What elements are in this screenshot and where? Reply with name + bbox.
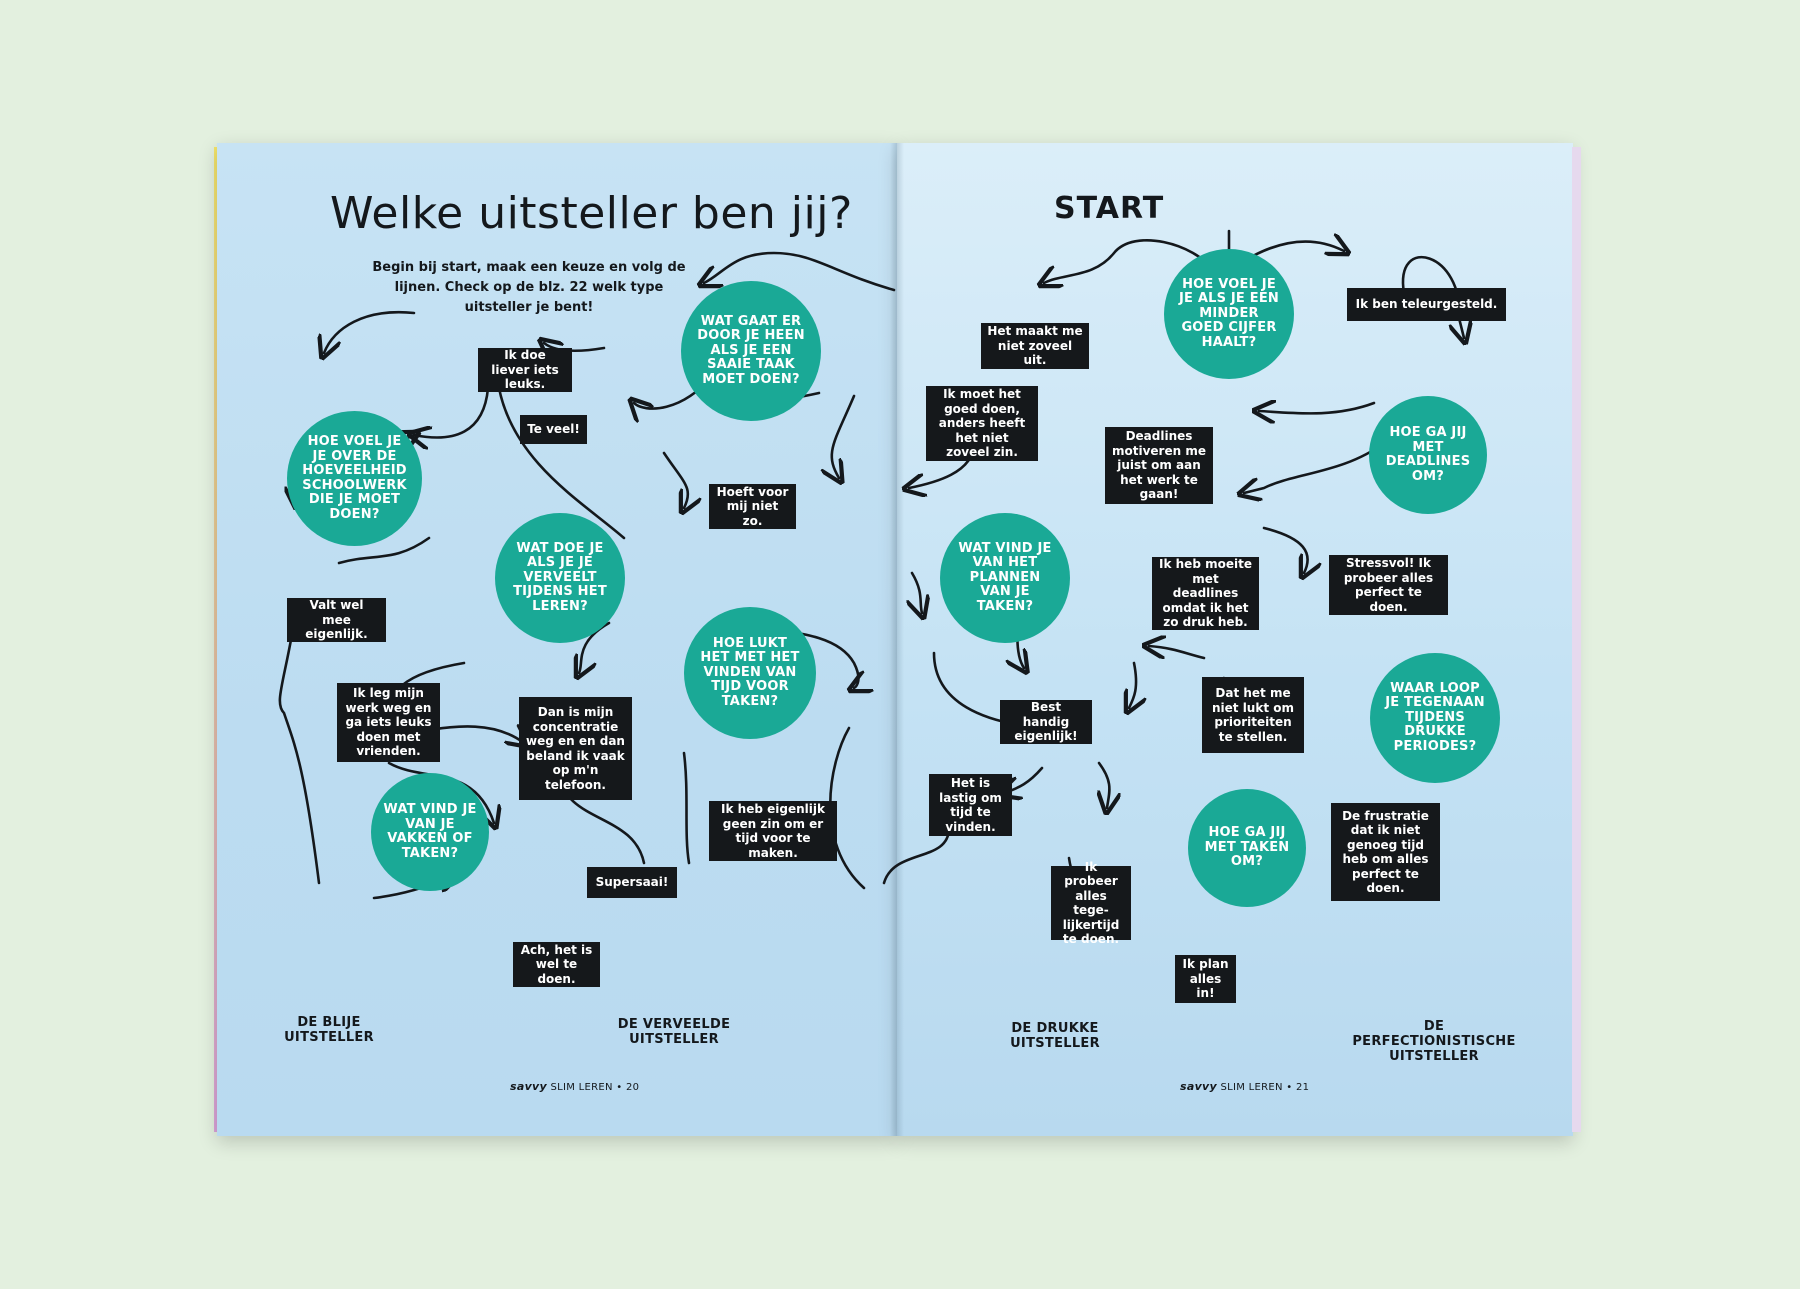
answer-box: Ik heb eigenlijk geen zin om er tijd voo… (709, 801, 837, 861)
page-title: Welke uitsteller ben jij? (330, 188, 853, 239)
line-zin-verveelde (682, 751, 691, 865)
start-label: START (1054, 191, 1165, 226)
line-stressvol-q9 (1262, 526, 1308, 573)
line-doeliever-q3 (324, 310, 416, 353)
answer-box: Dat het me niet lukt om prioriteiten te … (1202, 677, 1304, 753)
line-hoeft-q5 (662, 451, 688, 508)
line-q8-besthandig (912, 571, 922, 613)
line-prioriteiten-q10 (1129, 661, 1136, 708)
question-circle: HOE GA JIJ MET DEADLINES OM? (1369, 396, 1487, 514)
result-label: DE BLIJE UITSTELLER (284, 1015, 374, 1045)
line-q7-moeite (1244, 441, 1386, 493)
question-circle: HOE VOEL JE JE ALS JE EEN MINDER GOED CI… (1164, 249, 1294, 379)
answer-box: Ik ben teleurgesteld. (1347, 288, 1506, 321)
answer-box: Ik heb moeite met deadlines omdat ik het… (1152, 557, 1259, 630)
page-edge-right (1572, 147, 1581, 1132)
page-folio-left: savvy SLIM LEREN • 20 (510, 1080, 640, 1093)
line-q4-legwerk (337, 536, 431, 565)
intro-text: Begin bij start, maak een keuze en volg … (372, 260, 686, 315)
line-q7-deadlines-motiveren (1259, 403, 1376, 413)
question-circle: WAT VIND JE VAN JE VAKKEN OF TAKEN? (371, 773, 489, 891)
answer-box: Ik probeer alles tege-lijkertijd te doen… (1051, 860, 1131, 946)
question-circle: HOE GA JIJ MET TAKEN OM? (1188, 789, 1306, 907)
answer-box: De frustratie dat ik niet genoeg tijd he… (1331, 803, 1440, 901)
answer-box: Het is lastig om tijd te vinden. (929, 774, 1012, 836)
question-circle: WAT DOE JE ALS JE JE VERVEELT TIJDENS HE… (495, 513, 625, 643)
line-probeer-drukke (882, 826, 951, 885)
result-label: DE VERVEELDE UITSTELLER (617, 1017, 731, 1047)
answer-box: Ik moet het goed doen, anders heeft het … (926, 386, 1038, 461)
answer-box: Valt wel mee eigenlijk. (287, 598, 386, 642)
answer-box: Ach, het is wel te doen. (513, 942, 600, 987)
page-gutter (890, 143, 904, 1136)
line-maakt-to-left (704, 251, 896, 292)
magazine-spread: Welke uitsteller ben jij? Begin bij star… (214, 143, 1581, 1136)
answer-box: Dan is mijn concentratie weg en en dan b… (519, 697, 632, 800)
answer-box: Het maakt me niet zoveel uit. (981, 323, 1089, 369)
answer-box: Best handig eigenlijk! (1000, 700, 1092, 744)
answer-box: Ik leg mijn werk weg en ga iets leuks do… (337, 683, 440, 762)
answer-box: Ik doe liever iets leuks. (478, 348, 572, 392)
line-q1-maakt-niet-uit (1044, 239, 1216, 283)
question-circle: HOE LUKT HET MET HET VINDEN VAN TIJD VOO… (684, 607, 816, 739)
answer-box: Deadlines motiveren me juist om aan het … (1105, 427, 1213, 504)
line-q9-prioriteiten (1149, 646, 1206, 660)
answer-box: Stressvol! Ik probeer alles perfect te d… (1329, 555, 1448, 615)
result-label: DE DRUKKE UITSTELLER (1010, 1021, 1100, 1051)
answer-box: Te veel! (520, 415, 587, 444)
question-circle: WAT VIND JE VAN HET PLANNEN VAN JE TAKEN… (940, 513, 1070, 643)
answer-box: Hoeft voor mij niet zo. (709, 484, 796, 529)
line-tevel-q4 (414, 386, 490, 438)
page-folio-right: savvy SLIM LEREN • 21 (1180, 1080, 1310, 1093)
line-q10-plan (1099, 761, 1109, 808)
result-label: DE PERFECTIONISTISCHE UITSTELLER (1352, 1019, 1516, 1064)
question-circle: WAAR LOOP JE TEGENAAN TIJDENS DRUKKE PER… (1370, 653, 1500, 783)
line-tevel-q5 (497, 386, 626, 540)
question-circle: WAT GAAT ER DOOR JE HEEN ALS JE EEN SAAI… (681, 281, 821, 421)
question-circle: HOE VOEL JE JE OVER DE HOEVEELHEID SCHOO… (287, 411, 422, 546)
answer-box: Ik plan alles in! (1175, 955, 1236, 1003)
line-moetgoed-q8 (832, 394, 856, 478)
answer-box: Supersaai! (587, 867, 677, 898)
line-legwerk-blije (278, 621, 321, 885)
page-edge-left (214, 147, 218, 1132)
